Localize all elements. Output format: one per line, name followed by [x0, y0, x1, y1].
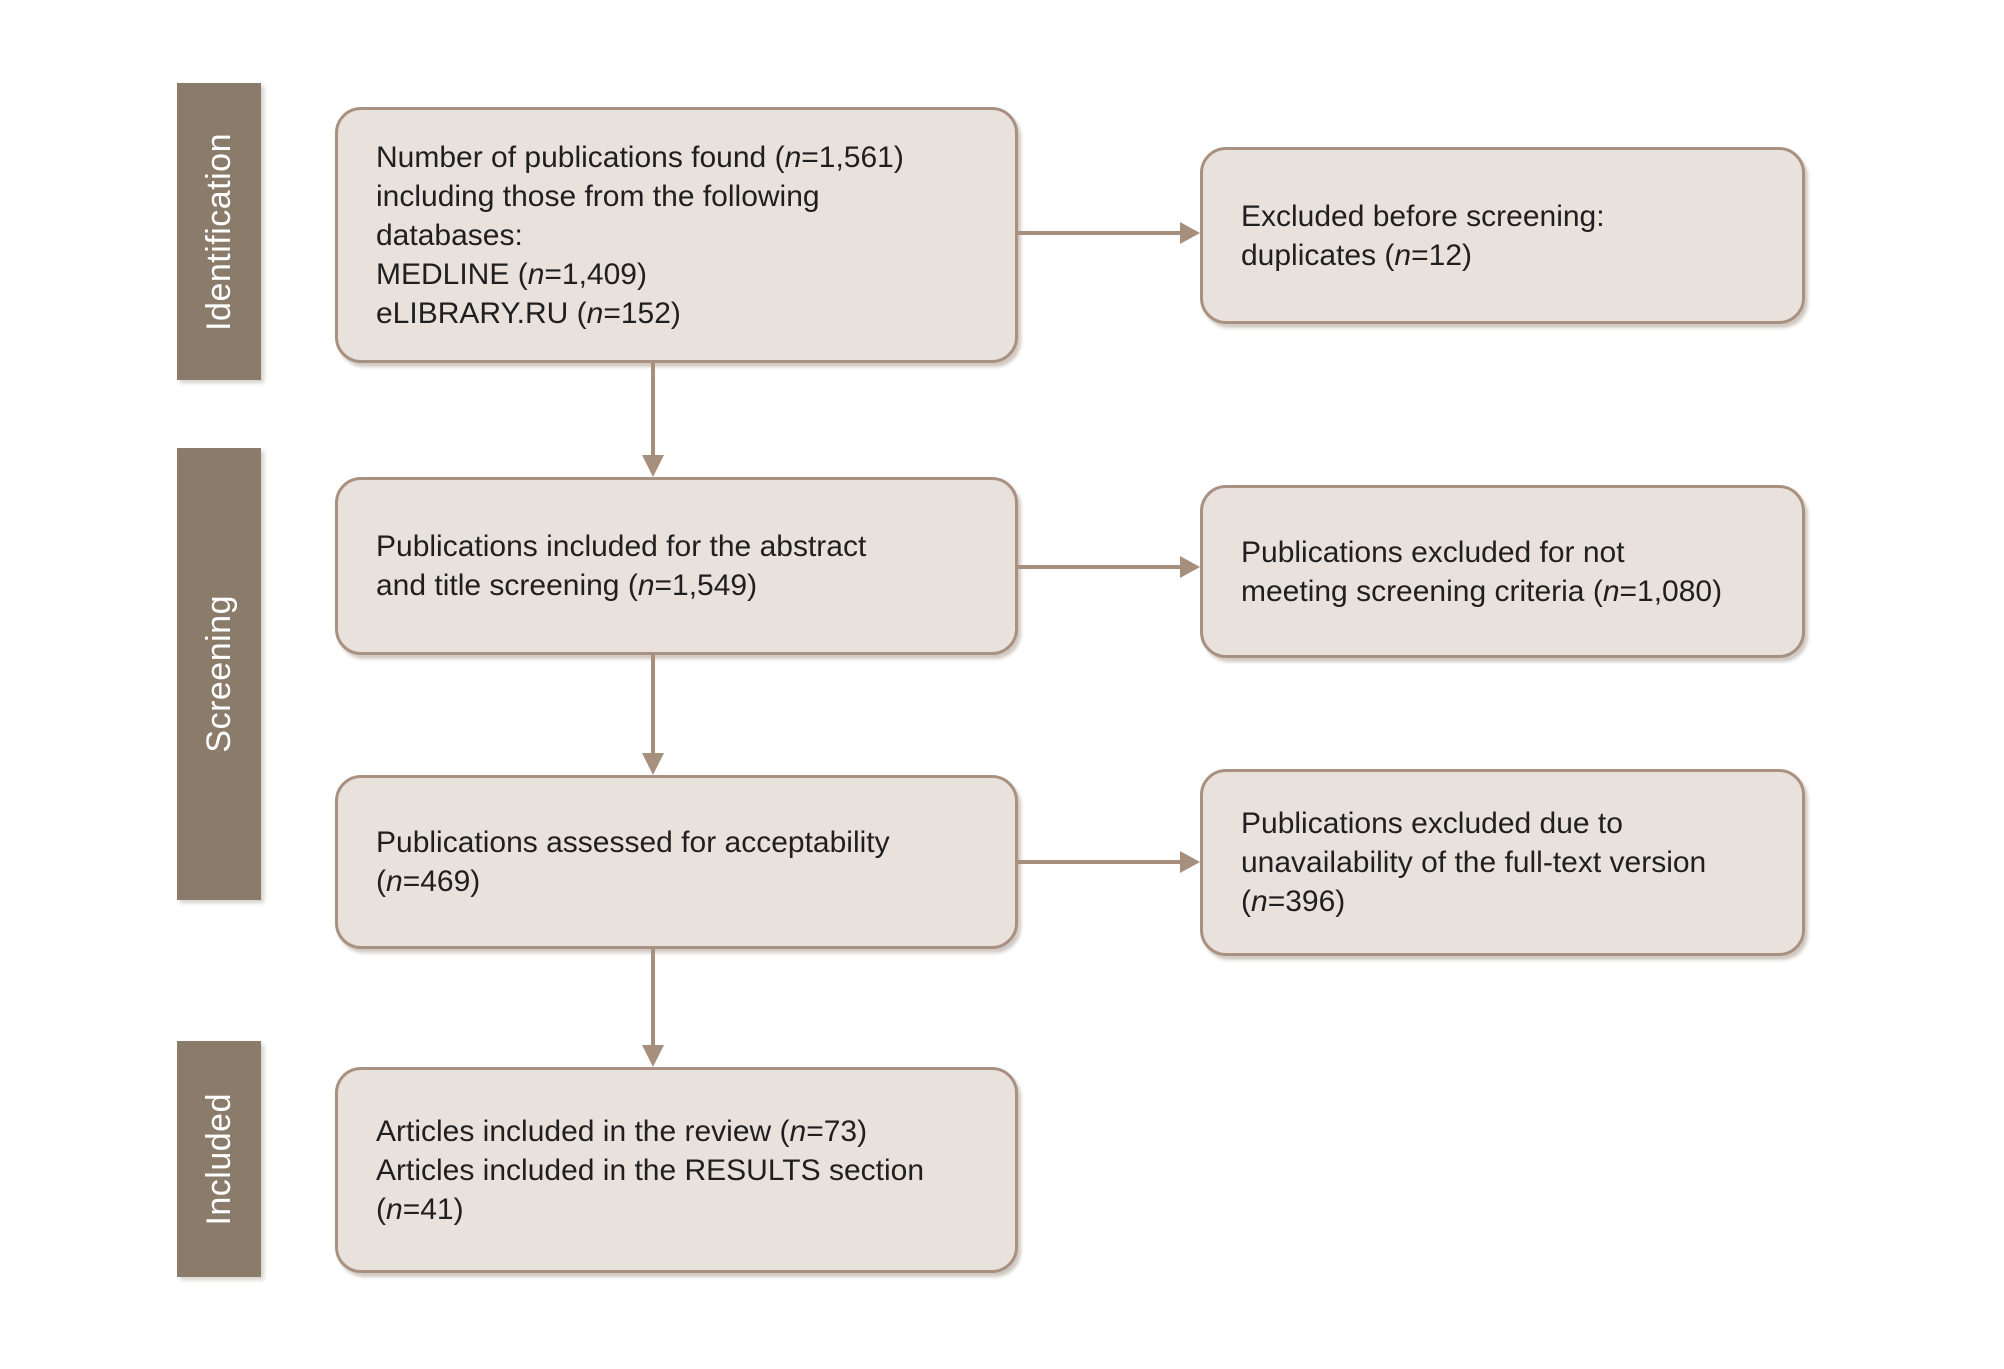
arrow-head-down-icon — [642, 455, 664, 477]
arrow-down-screening-to-assessed — [642, 655, 664, 775]
arrow-right-screening-to-excluded — [1018, 556, 1200, 578]
arrow-down-found-to-screening — [642, 363, 664, 477]
box-articles-included: Articles included in the review (n=73)Ar… — [335, 1067, 1018, 1273]
arrow-head-down-icon — [642, 1045, 664, 1067]
box-articles-included-text: Articles included in the review (n=73)Ar… — [376, 1114, 925, 1226]
arrow-shaft — [651, 655, 655, 755]
stage-label-included: Included — [199, 1092, 238, 1226]
arrow-shaft — [1018, 860, 1182, 864]
arrow-head-right-icon — [1180, 851, 1200, 873]
box-assessed-acceptability-text: Publications assessed for acceptability(… — [376, 826, 890, 898]
arrow-head-down-icon — [642, 753, 664, 775]
arrow-down-assessed-to-included — [642, 949, 664, 1067]
arrow-head-right-icon — [1180, 222, 1200, 244]
arrow-shaft — [1018, 231, 1182, 235]
stage-label-screening: Screening — [199, 595, 238, 753]
stage-bar-included: Included — [177, 1041, 261, 1277]
box-excluded-duplicates-text: Excluded before screening:duplicates (n=… — [1241, 199, 1605, 272]
box-excluded-duplicates: Excluded before screening:duplicates (n=… — [1200, 147, 1805, 324]
box-publications-found-text: Number of publications found (n=1,561)in… — [376, 140, 904, 330]
stage-bar-screening: Screening — [177, 448, 261, 900]
arrow-shaft — [1018, 565, 1182, 569]
arrow-right-found-to-duplicates — [1018, 222, 1200, 244]
stage-bar-identification: Identification — [177, 83, 261, 380]
arrow-head-right-icon — [1180, 556, 1200, 578]
box-assessed-acceptability: Publications assessed for acceptability(… — [335, 775, 1018, 949]
arrow-right-assessed-to-excluded — [1018, 851, 1200, 873]
box-publications-found: Number of publications found (n=1,561)in… — [335, 107, 1018, 363]
arrow-shaft — [651, 949, 655, 1047]
arrow-shaft — [651, 363, 655, 457]
stage-label-identification: Identification — [199, 132, 238, 331]
